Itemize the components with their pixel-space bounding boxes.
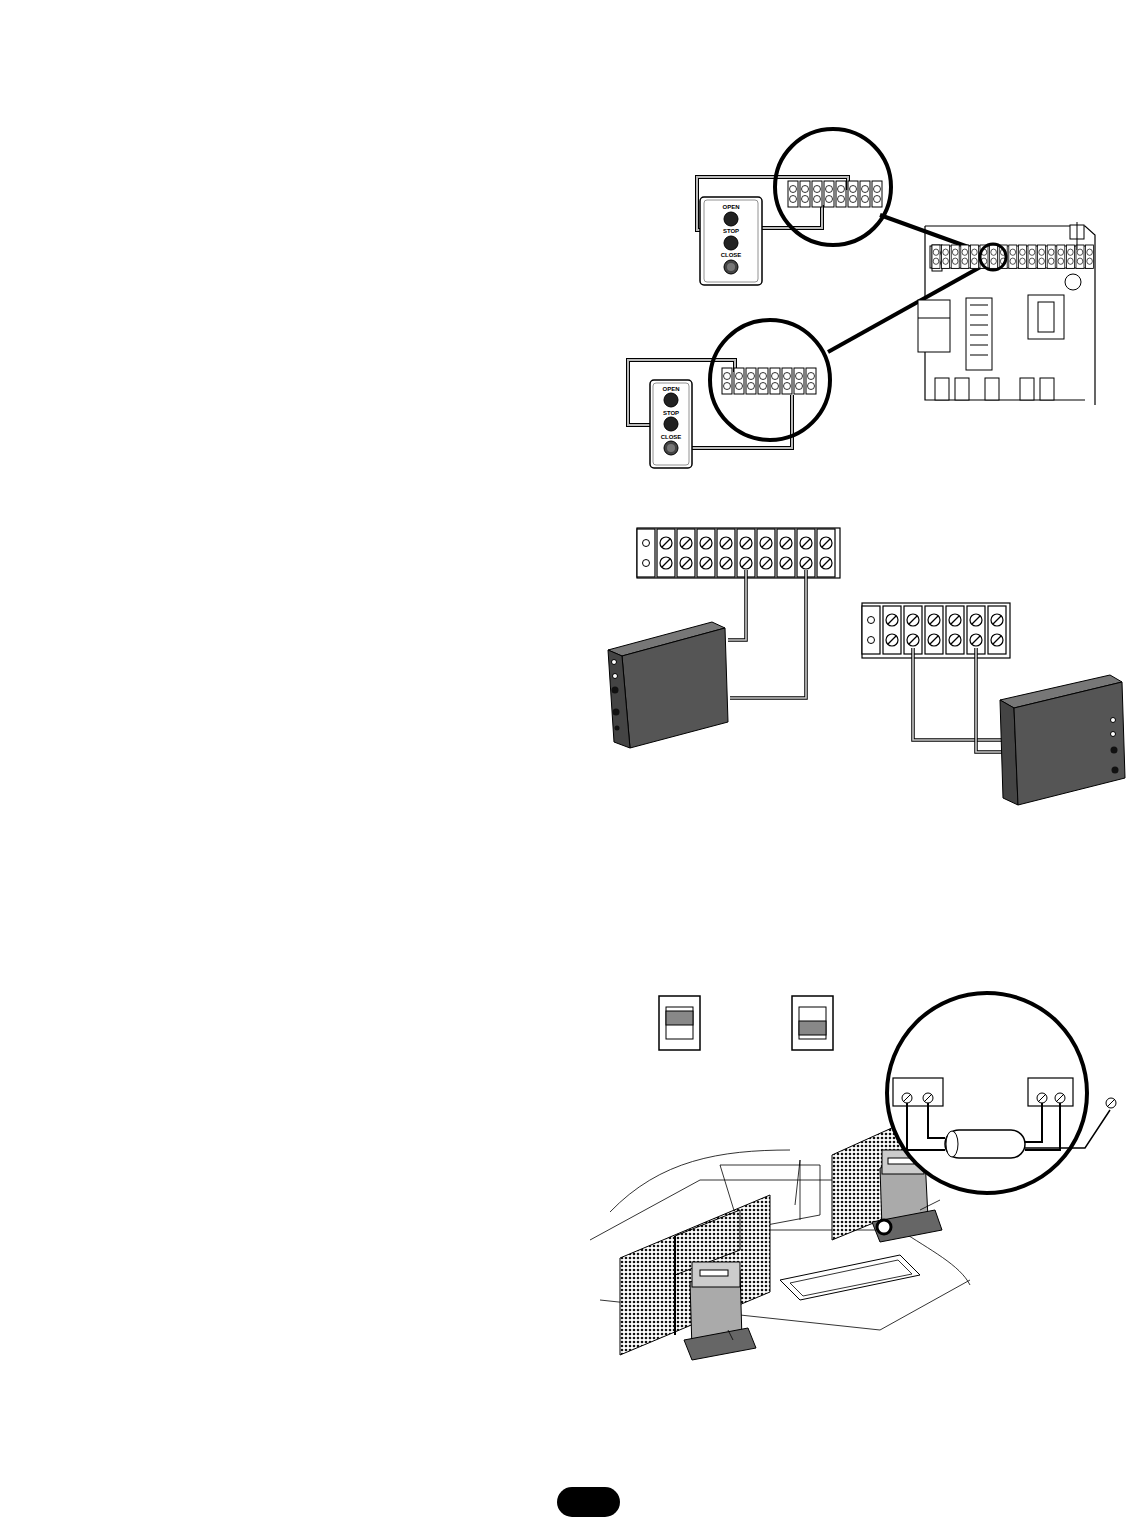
button-label: STOP	[723, 228, 739, 234]
button-label: CLOSE	[721, 252, 742, 258]
button-label: CLOSE	[661, 434, 682, 440]
button-label: OPEN	[662, 386, 679, 392]
button-label: OPEN	[722, 204, 739, 210]
button-label: STOP	[663, 410, 679, 416]
